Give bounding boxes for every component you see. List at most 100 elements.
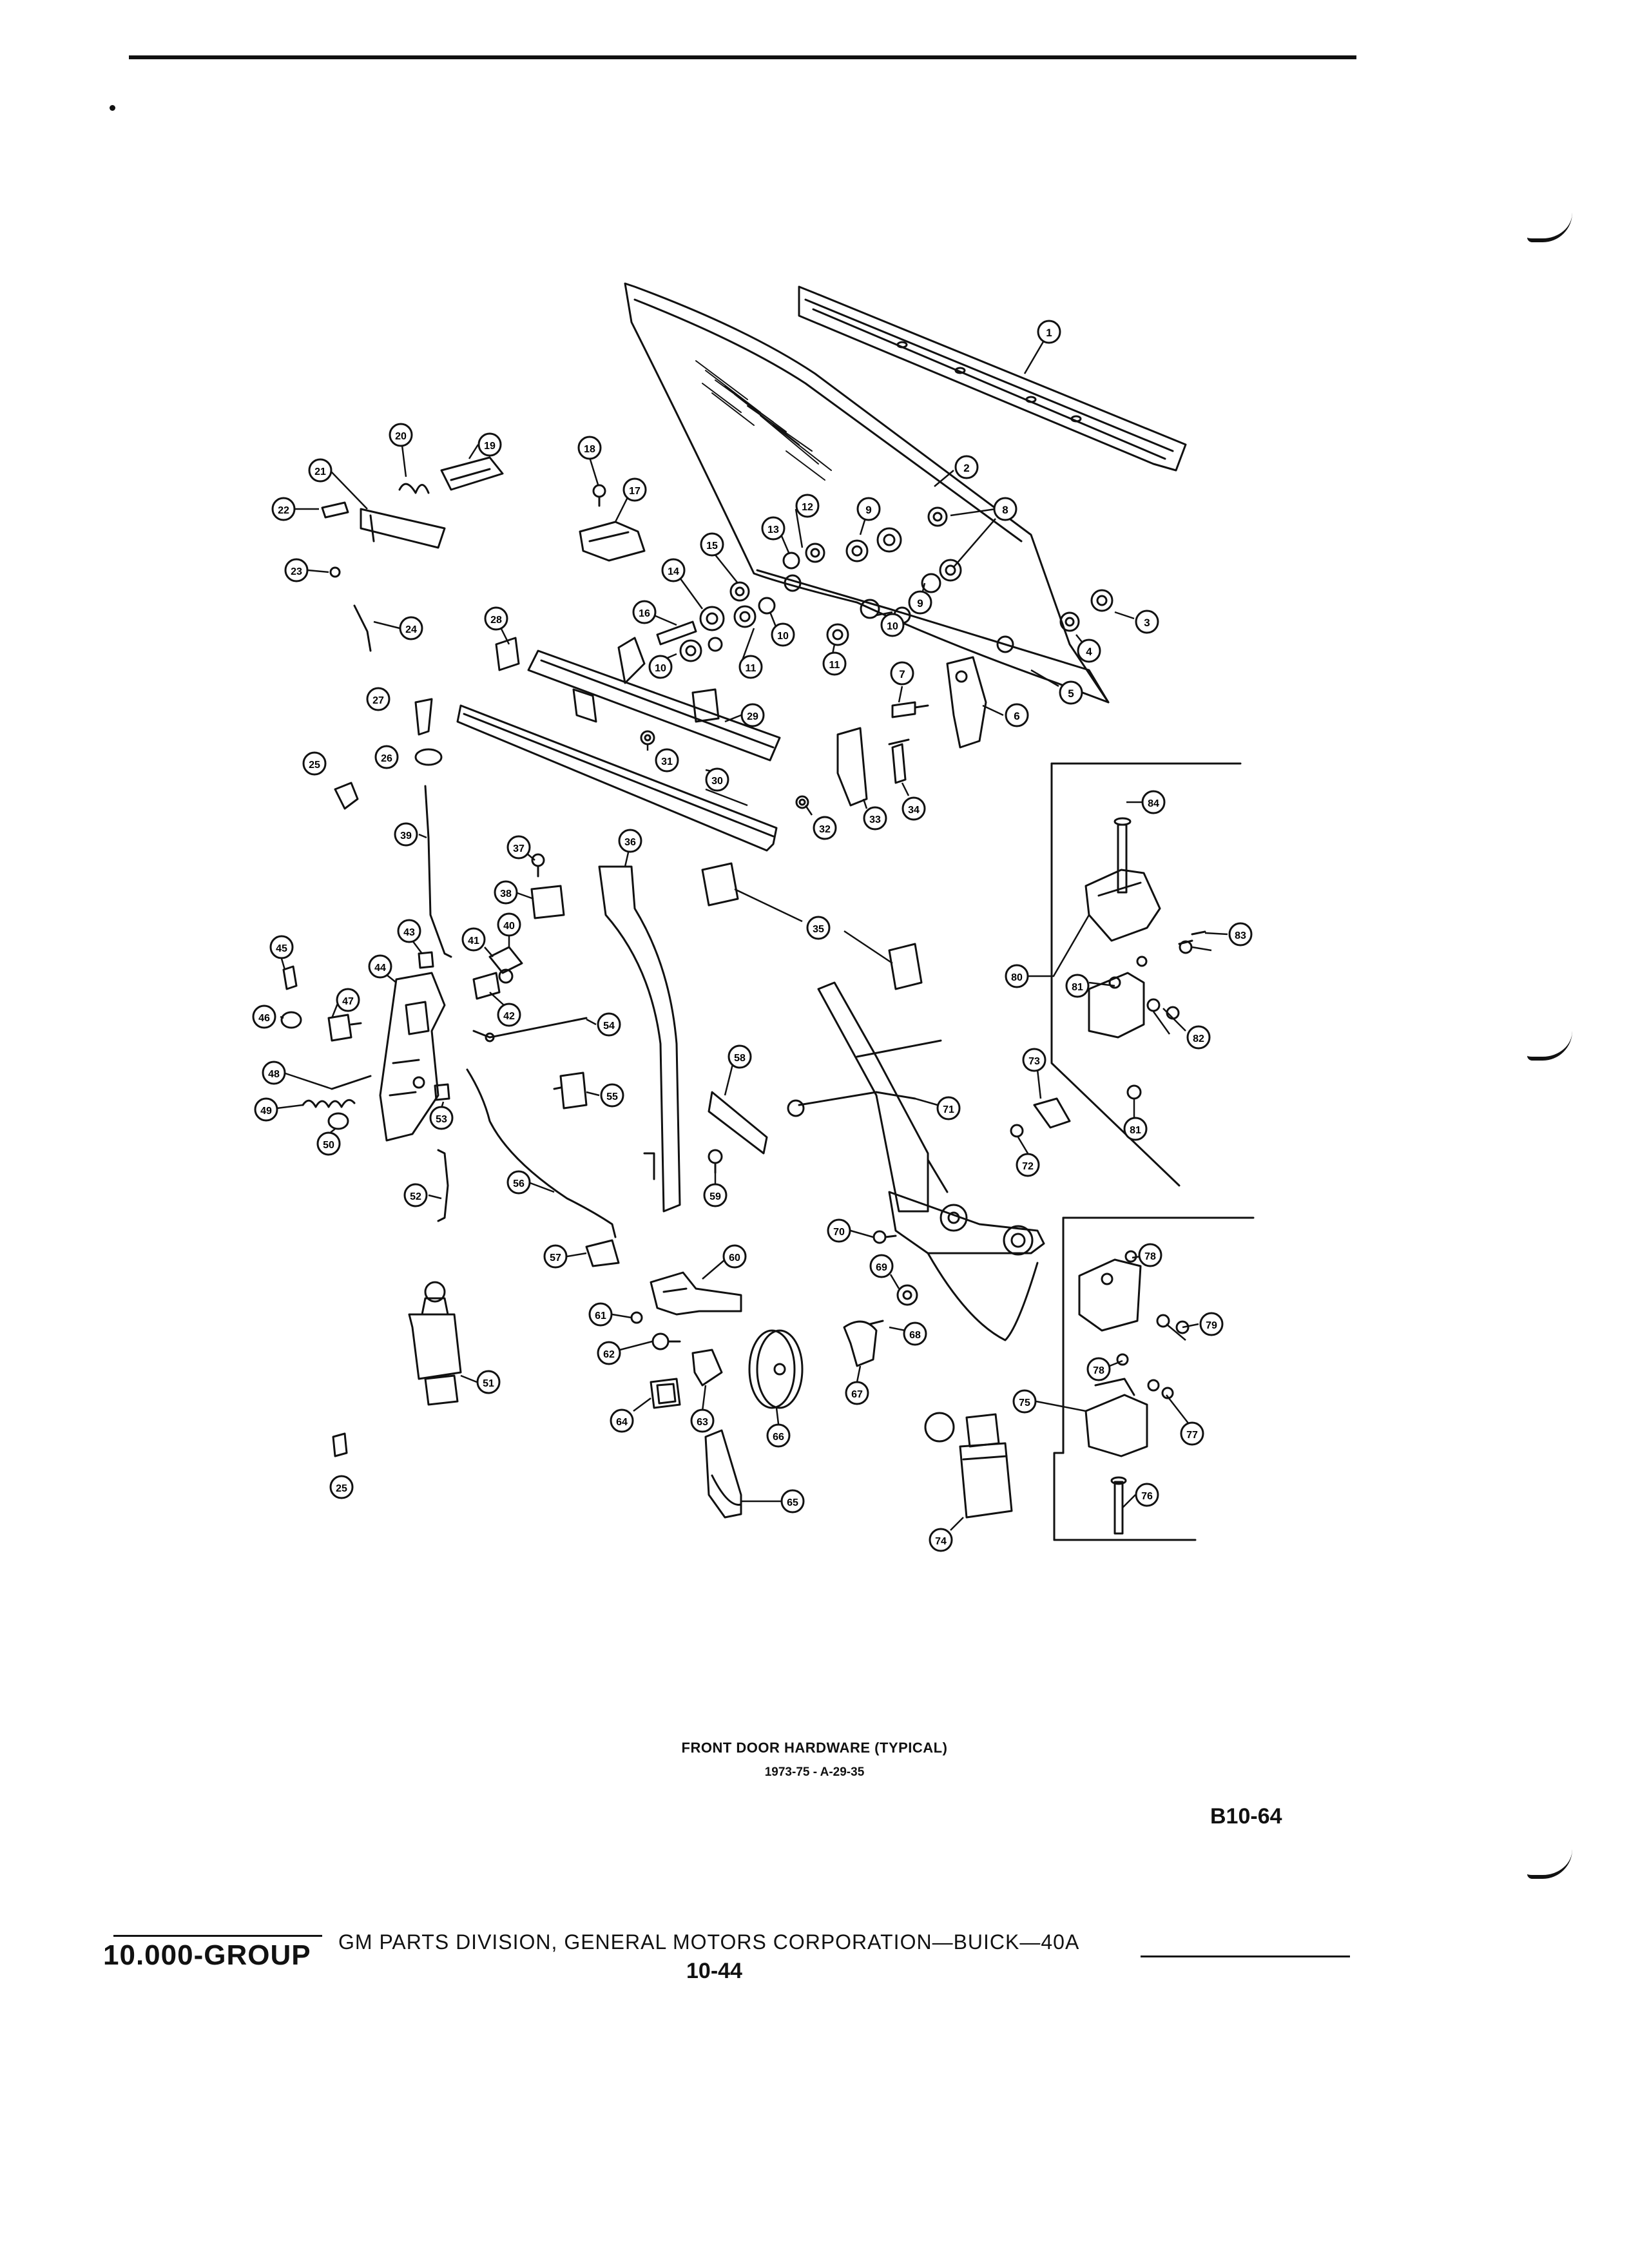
callout: 79 [1199, 1312, 1224, 1336]
callout-number: 55 [606, 1091, 618, 1102]
callout: 55 [600, 1083, 624, 1108]
callout-number: 26 [381, 753, 392, 764]
callout-number: 81 [1130, 1125, 1141, 1136]
callout-number: 48 [268, 1069, 280, 1080]
publisher-line: GM PARTS DIVISION, GENERAL MOTORS CORPOR… [338, 1930, 1080, 1954]
callout-number: 13 [767, 524, 779, 535]
callout: 70 [827, 1218, 851, 1243]
callout-number: 59 [709, 1191, 721, 1202]
callout: 11 [822, 651, 847, 676]
section-group: 10.000-GROUP [103, 1939, 311, 1971]
callout-number: 33 [869, 814, 881, 825]
callout-number: 34 [908, 805, 920, 816]
callout: 80 [1005, 964, 1029, 988]
callout-number: 15 [706, 541, 718, 552]
callout: 72 [1016, 1153, 1040, 1177]
callout: 35 [806, 916, 831, 940]
callout-number: 14 [668, 566, 679, 577]
callout-number: 2 [963, 462, 969, 474]
callout: 59 [703, 1183, 728, 1207]
binder-mark [1527, 213, 1572, 242]
binder-mark [1527, 1031, 1572, 1061]
part-rollers-and-washers [656, 506, 1113, 662]
part-glass-sash-channel [756, 569, 1110, 704]
callout: 6 [1005, 703, 1029, 727]
callout: 11 [738, 655, 763, 679]
callout-number: 7 [899, 668, 905, 680]
callout-number: 16 [639, 608, 650, 619]
part-handle-bezel [704, 1429, 742, 1519]
part-rods-and-clips [434, 1083, 450, 1222]
top-rule [129, 55, 1356, 59]
callout-number: 62 [603, 1349, 615, 1360]
callout-number: 10 [655, 663, 666, 674]
callout-number: 32 [819, 824, 831, 835]
callout-number: 6 [1014, 710, 1019, 722]
callout-number: 79 [1206, 1320, 1217, 1331]
callout-number: 61 [595, 1311, 606, 1321]
part-lock-pieces [280, 965, 372, 1130]
part-crank-handle-set [843, 1230, 918, 1367]
figure-title: FRONT DOOR HARDWARE (TYPICAL) [681, 1740, 948, 1756]
callout-number: 46 [258, 1013, 270, 1024]
callout: 78 [1138, 1243, 1162, 1267]
callout-number: 40 [503, 921, 515, 932]
margin-dot [110, 105, 115, 111]
callout-number: 9 [917, 597, 923, 610]
part-handle-fasteners [630, 1311, 723, 1409]
callout-number: 31 [661, 756, 673, 767]
callout: 18 [577, 436, 602, 460]
callout-number: 19 [484, 441, 496, 452]
callout: 4 [1077, 639, 1101, 663]
callout: 49 [254, 1097, 278, 1122]
callout-number: 84 [1148, 798, 1159, 809]
callout-number: 41 [468, 936, 479, 947]
callout: 27 [366, 687, 390, 711]
callout: 44 [368, 954, 392, 979]
callout-number: 47 [342, 996, 354, 1007]
footer-rule-right [1141, 1956, 1350, 1957]
part-outside-handle [650, 1271, 742, 1316]
callout-number: 68 [909, 1330, 921, 1341]
callout-number: 57 [550, 1253, 561, 1264]
callout: 36 [618, 829, 642, 853]
callout: 5 [1059, 680, 1083, 705]
callout-number: 83 [1235, 930, 1246, 941]
part-regulator-fastener-bracket [1010, 1097, 1071, 1138]
part-guide-bracket [946, 656, 987, 749]
callout: 39 [394, 822, 418, 847]
callout: 9 [856, 497, 881, 521]
callout: 68 [903, 1321, 927, 1346]
callout-number: 9 [865, 504, 871, 516]
callout-number: 8 [1002, 504, 1008, 516]
footer-rule-left [113, 1935, 322, 1937]
callout: 10 [880, 613, 905, 637]
part-rear-guide [708, 1091, 768, 1174]
callout-number: 5 [1068, 687, 1074, 700]
part-upper-hinge-box [1050, 762, 1242, 1187]
callout-number: 56 [513, 1178, 525, 1189]
part-nuts [640, 730, 809, 809]
callout-number: 69 [876, 1262, 887, 1273]
callout: 50 [316, 1131, 341, 1156]
callout: 73 [1022, 1048, 1046, 1072]
callout-number: 10 [777, 631, 789, 642]
callout: 15 [700, 532, 724, 557]
part-window-channel [798, 285, 1187, 472]
part-control-rod [472, 1017, 588, 1043]
callout: 61 [588, 1302, 613, 1327]
callout-number: 36 [624, 837, 636, 848]
callout: 37 [506, 835, 531, 860]
callout: 69 [869, 1254, 894, 1278]
callout: 57 [543, 1244, 568, 1269]
callout: 52 [403, 1183, 428, 1207]
part-window-regulator [787, 981, 1045, 1341]
callout-number: 30 [711, 776, 723, 787]
callout-number: 60 [729, 1253, 740, 1264]
callout-number: 77 [1186, 1430, 1198, 1441]
callout-number: 23 [291, 566, 302, 577]
part-door-glass [624, 282, 1110, 704]
callout-number: 65 [787, 1497, 798, 1508]
callout: 9 [908, 590, 932, 615]
